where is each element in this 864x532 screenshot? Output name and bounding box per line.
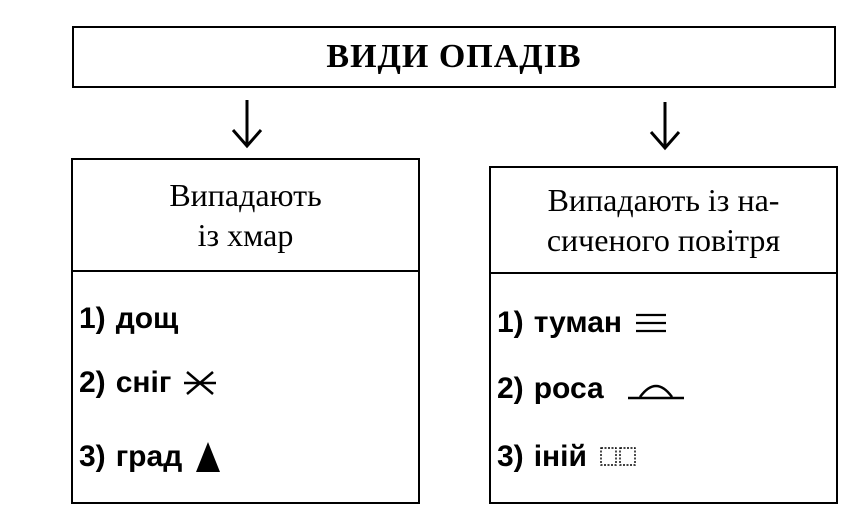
item-label: дощ bbox=[115, 302, 179, 335]
list-item: 3) іній bbox=[497, 440, 637, 474]
item-number: 2) bbox=[79, 366, 106, 399]
item-label: туман bbox=[533, 306, 623, 339]
arrow-down-icon bbox=[649, 102, 681, 151]
category-from-clouds: Випадають із хмар 1) дощ 2) сніг 3) град bbox=[71, 158, 420, 504]
title-box: ВИДИ ОПАДІВ bbox=[72, 26, 836, 88]
dew-arc-icon bbox=[626, 377, 686, 401]
item-number: 3) bbox=[497, 440, 524, 473]
item-number: 1) bbox=[497, 306, 524, 339]
list-item: 1) туман bbox=[497, 306, 668, 340]
item-number: 1) bbox=[79, 302, 106, 335]
header-line: із хмар bbox=[197, 217, 294, 253]
item-number: 2) bbox=[497, 372, 524, 405]
category-header: Випадають із хмар bbox=[73, 160, 418, 272]
item-label: іній bbox=[533, 440, 587, 473]
frost-squares-icon bbox=[599, 445, 637, 469]
list-item: 1) дощ bbox=[79, 302, 178, 336]
item-label: роса bbox=[533, 372, 604, 405]
list-item: 3) град bbox=[79, 440, 222, 474]
snow-asterisk-icon bbox=[183, 368, 217, 398]
category-header: Випадають із на- сиченого повітря bbox=[491, 168, 836, 274]
item-number: 3) bbox=[79, 440, 106, 473]
fog-lines-icon bbox=[634, 310, 668, 336]
item-label: сніг bbox=[115, 366, 172, 399]
arrow-down-icon bbox=[231, 100, 263, 149]
hail-triangle-icon bbox=[194, 440, 222, 474]
category-from-saturated-air: Випадають із на- сиченого повітря 1) тум… bbox=[489, 166, 838, 504]
header-line: Випадають bbox=[169, 177, 322, 213]
list-item: 2) роса bbox=[497, 372, 686, 406]
header-line: Випадають із на- bbox=[547, 182, 780, 218]
diagram-title: ВИДИ ОПАДІВ bbox=[326, 38, 582, 75]
item-label: град bbox=[115, 440, 183, 473]
header-line: сиченого повітря bbox=[546, 222, 781, 258]
list-item: 2) сніг bbox=[79, 366, 217, 400]
